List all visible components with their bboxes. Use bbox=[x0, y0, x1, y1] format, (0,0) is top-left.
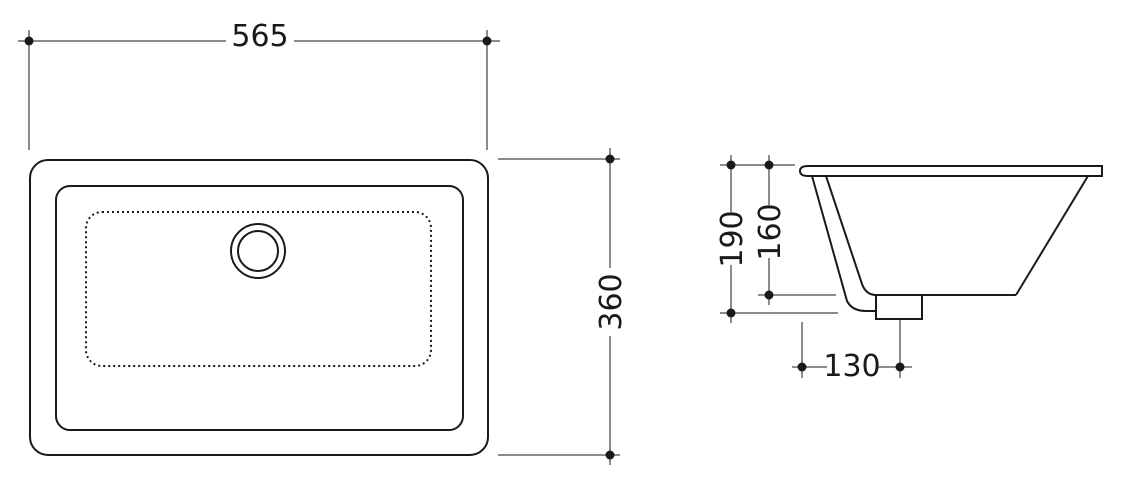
dimension-drain-offset: 130 bbox=[792, 319, 912, 384]
dimension-dot bbox=[726, 160, 736, 170]
basin-back-wall bbox=[1015, 175, 1089, 296]
dimension-dot bbox=[605, 154, 615, 164]
dimension-height: 360 bbox=[498, 148, 629, 465]
dimension-width: 565 bbox=[18, 19, 500, 150]
dimension-dot bbox=[797, 362, 807, 372]
dimension-dot bbox=[764, 160, 774, 170]
dimension-dot bbox=[764, 290, 774, 300]
dimension-height-label: 360 bbox=[594, 273, 629, 330]
dimension-dot bbox=[895, 362, 905, 372]
dimension-depths: 190 160 bbox=[715, 155, 838, 323]
basin-inner-rim bbox=[55, 185, 464, 431]
dimension-dot bbox=[24, 36, 34, 46]
dimension-drain-offset-label: 130 bbox=[823, 349, 880, 384]
top-view bbox=[29, 159, 489, 456]
side-view bbox=[798, 165, 1103, 320]
drain-outlet bbox=[875, 294, 923, 320]
basin-flange bbox=[798, 165, 1103, 177]
dimension-width-label: 565 bbox=[231, 19, 288, 54]
basin-outer-rim bbox=[29, 159, 489, 456]
basin-bowl-outline bbox=[85, 211, 432, 367]
drain-outer-ring bbox=[230, 223, 286, 279]
dimension-inner-depth-label: 160 bbox=[753, 203, 788, 260]
dimension-dot bbox=[726, 308, 736, 318]
drain-inner-ring bbox=[237, 230, 279, 272]
basin-front-wall-inner bbox=[825, 175, 877, 296]
dimension-total-depth-label: 190 bbox=[715, 210, 750, 267]
dimension-dot bbox=[482, 36, 492, 46]
dimension-dot bbox=[605, 450, 615, 460]
basin-front-wall-outer bbox=[811, 175, 876, 312]
